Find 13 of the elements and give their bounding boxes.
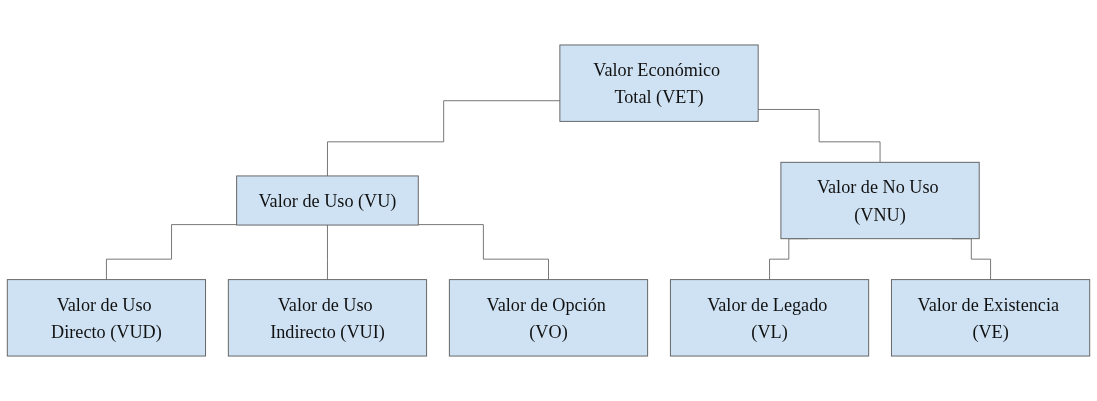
node-box: Valor de Opción (VO) (448, 279, 649, 357)
node-box: Valor de Existencia (VE) (890, 279, 1091, 357)
connector (327, 100, 561, 177)
node-box: Valor de Uso (VU) (236, 175, 419, 226)
connector (105, 224, 238, 281)
connector (417, 224, 549, 281)
node-box: Valor Económico Total (VET) (559, 44, 759, 122)
node-box: Valor de Uso Indirecto (VUI) (227, 279, 428, 357)
node-box: Valor de Legado (VL) (669, 279, 870, 357)
node-box: Valor de Uso Directo (VUD) (6, 279, 207, 357)
connector (757, 109, 881, 163)
connector (327, 224, 328, 281)
node-box: Valor de No Uso (VNU) (780, 161, 980, 240)
